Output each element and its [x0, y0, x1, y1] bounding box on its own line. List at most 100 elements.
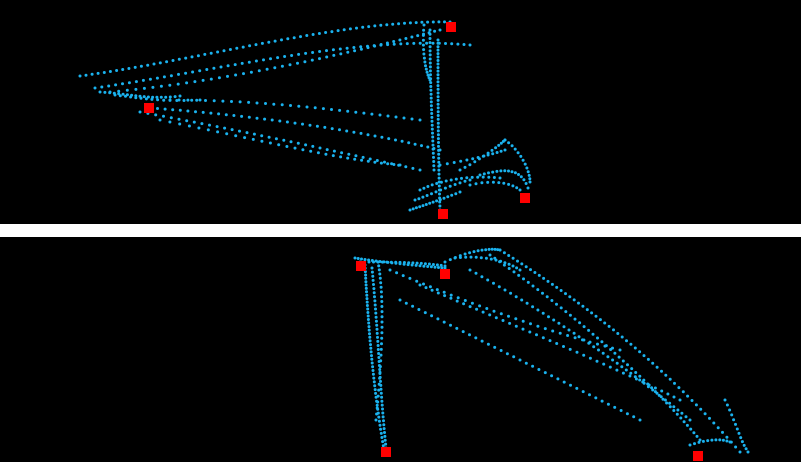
trajectory-point [632, 415, 636, 419]
trajectory-point [572, 298, 576, 302]
trajectory-point [489, 257, 493, 261]
trajectory-point [398, 298, 402, 302]
trajectory-point [380, 315, 384, 319]
trajectory-point [595, 359, 599, 363]
trajectory-point [518, 188, 522, 192]
trajectory-point [608, 365, 612, 369]
trajectory-point [379, 353, 383, 357]
trajectory-point [550, 282, 554, 286]
trajectory-point [438, 200, 442, 204]
trajectory-point [155, 76, 159, 80]
trajectory-point [375, 331, 379, 335]
trajectory-point [321, 107, 325, 111]
trajectory-point [84, 73, 88, 77]
trajectory-point [345, 129, 349, 133]
trajectory-point [380, 331, 384, 335]
trajectory-point [682, 420, 686, 424]
trajectory-point [429, 88, 433, 92]
trajectory-point [431, 151, 435, 155]
trajectory-point [618, 348, 622, 352]
trajectory-point [144, 97, 148, 101]
trajectory-point [577, 301, 580, 305]
trajectory-point [436, 91, 440, 95]
trajectory-point [503, 138, 507, 142]
trajectory-point [499, 312, 503, 316]
trajectory-point [497, 181, 501, 185]
trajectory-point [525, 301, 529, 305]
trajectory-point [330, 127, 334, 131]
trajectory-point [408, 276, 412, 280]
trajectory-point [376, 339, 380, 343]
trajectory-point [443, 260, 447, 264]
trajectory-point [303, 60, 307, 64]
trajectory-point [155, 95, 159, 99]
trajectory-point [424, 64, 427, 68]
trajectory-point [355, 26, 358, 30]
trajectory-point [247, 60, 251, 64]
trajectory-point [431, 131, 434, 135]
trajectory-point [527, 173, 531, 177]
trajectory-point [245, 131, 249, 135]
trajectory-point [507, 267, 511, 270]
trajectory-points-bottom [353, 247, 750, 454]
trajectory-point [588, 356, 592, 360]
trajectory-point [507, 254, 511, 257]
trajectory-point [439, 263, 443, 267]
trajectory-point [360, 158, 364, 162]
trajectory-point [419, 261, 423, 265]
trajectory-point [462, 302, 466, 306]
trajectory-point [379, 161, 383, 165]
trajectory-point [240, 114, 244, 118]
trajectory-point [117, 89, 121, 93]
trajectory-point [257, 69, 261, 73]
trajectory-point [432, 168, 436, 172]
trajectory-point [535, 333, 538, 337]
trajectory-point [368, 335, 372, 339]
trajectory-point [375, 327, 379, 331]
trajectory-point [379, 427, 383, 431]
trajectory-point [429, 85, 433, 88]
trajectory-point [602, 362, 606, 366]
trajectory-point [591, 332, 595, 336]
trajectory-point [152, 62, 156, 66]
trajectory-point [373, 295, 376, 299]
trajectory-point [665, 401, 669, 405]
trajectory-point [428, 41, 432, 45]
trajectory-point [192, 120, 196, 124]
trajectory-point [675, 412, 679, 416]
trajectory-point [177, 72, 180, 76]
trajectory-point [288, 63, 292, 67]
trajectory-point [168, 120, 172, 124]
trajectory-point [395, 271, 399, 275]
trajectory-point [548, 339, 552, 343]
trajectory-point [280, 64, 284, 68]
trajectory-point [422, 186, 426, 190]
trajectory-point [401, 274, 405, 278]
trajectory-point [385, 23, 389, 27]
trajectory-point [621, 371, 625, 375]
endpoint-marker [438, 209, 448, 219]
trajectory-point [369, 350, 373, 354]
trajectory-point [398, 163, 402, 167]
trajectory-point [596, 336, 599, 340]
trajectory-point [689, 427, 693, 431]
trajectory-point [496, 248, 500, 252]
trajectory-point [216, 50, 220, 54]
trajectory-point [468, 268, 472, 272]
trajectory-point [201, 110, 205, 114]
trajectory-point [107, 84, 111, 88]
trajectory-point [503, 261, 507, 265]
trajectory-point [375, 406, 379, 410]
trajectory-point [418, 118, 422, 122]
trajectory-point [634, 371, 638, 374]
trajectory-point [463, 299, 467, 302]
trajectory-point [301, 122, 304, 126]
trajectory-point [392, 40, 396, 43]
trajectory-point [364, 280, 368, 284]
trajectory-point [347, 152, 351, 156]
trajectory-point [378, 272, 382, 276]
trajectory-point [78, 74, 82, 78]
trajectory-point [491, 152, 495, 156]
trajectory-point [445, 162, 449, 166]
trajectory-point [394, 260, 398, 264]
